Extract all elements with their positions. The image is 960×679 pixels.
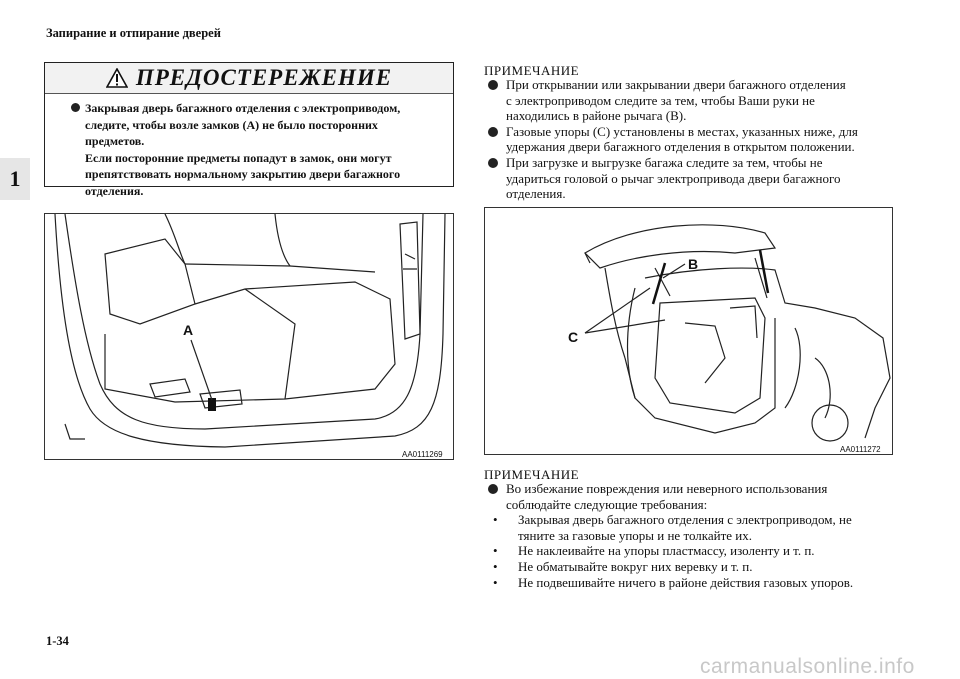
note-line: Во избежание повреждения или неверного и… [506,481,828,496]
note-subitem: • Не обматывайте вокруг них веревку и т.… [484,559,904,575]
warning-line: предметов. [85,134,145,148]
bullet-icon [488,157,498,168]
note-item: Газовые упоры (C) установлены в местах, … [484,124,904,155]
bullet-icon [71,103,80,112]
note-item: Во избежание повреждения или неверного и… [484,481,904,512]
sub-bullet-icon: • [493,512,498,528]
note-line: При открывании или закрывании двери бага… [506,77,846,92]
note-line: Газовые упоры (C) установлены в местах, … [506,123,858,139]
callout-a: A [183,322,194,338]
warning-line: Если посторонние предметы попадут в замо… [85,150,392,165]
callout-c: C [568,329,579,345]
note-line: удариться головой о рычаг электропривода… [506,170,841,186]
warning-line: отделения. [85,183,144,198]
note-line: тяните за газовые упоры и не толкайте их… [518,527,753,543]
warning-triangle-icon [105,68,128,88]
warning-title: ПРЕДОСТЕРЕЖЕНИЕ [135,65,393,90]
tailgate-illustration [584,224,891,442]
warning-line: следите, чтобы возле замков (A) не было … [85,117,378,132]
note-line: соблюдайте следующие требования: [506,496,708,512]
chapter-tab: 1 [0,158,30,200]
note-line: Закрывая дверь багажного отделения с эле… [518,512,852,528]
note-heading: ПРИМЕЧАНИЕ [484,467,580,482]
warning-header: ПРЕДОСТЕРЕЖЕНИЕ [45,63,453,94]
note-subitem: • Не наклеивайте на упоры пластмассу, из… [484,543,904,559]
figure-tailgate: B C AA0111272 [484,207,893,455]
sub-bullet-icon: • [493,558,498,574]
warning-body: Закрывая дверь багажного отделения с эле… [45,94,453,199]
figure-code: AA0111272 [840,445,881,454]
note-line: При загрузке и выгрузке багажа следите з… [506,154,823,170]
bullet-icon [488,126,498,137]
sub-bullet-icon: • [493,574,498,590]
note-subitem: • Не подвешивайте ничего в районе действ… [484,575,904,591]
watermark: carmanualsonline.info [700,655,915,678]
note-line: Не подвешивайте ничего в районе действия… [518,574,854,590]
note-line: Не обматывайте вокруг них веревку и т. п… [518,558,753,574]
figure-cargo-area: A AA0111269 [44,213,454,460]
note-heading: ПРИМЕЧАНИЕ [484,63,580,78]
figure-code: AA0111269 [402,450,443,459]
note-line: находились в районе рычага (B). [506,108,687,124]
note-item: При загрузке и выгрузке багажа следите з… [484,155,904,202]
note-subitem: • Закрывая дверь багажного отделения с э… [484,512,904,543]
lock-a-marker [208,398,216,411]
note-line: отделения. [506,186,566,202]
page-header-title: Запирание и отпирание дверей [46,26,221,40]
note-line: с электроприводом следите за тем, чтобы … [506,92,815,108]
note-block: Во избежание повреждения или неверного и… [484,481,904,590]
note-item: При открывании или закрывании двери бага… [484,77,904,124]
sub-bullet-icon: • [493,543,498,559]
note-block: При открывании или закрывании двери бага… [484,77,904,202]
bullet-icon [488,80,498,90]
callout-b: B [688,256,699,272]
bullet-icon [488,484,498,494]
warning-line: Закрывая дверь багажного отделения с эле… [85,101,401,115]
cargo-area-illustration [54,214,446,448]
warning-line: препятствовать нормальному закрытию двер… [85,167,401,181]
note-line: удержания двери багажного отделения в от… [506,139,855,155]
note-line: Не наклеивайте на упоры пластмассу, изол… [518,543,815,559]
warning-box: ПРЕДОСТЕРЕЖЕНИЕ Закрывая дверь багажного… [44,62,454,198]
page-number: 1-34 [46,634,69,648]
